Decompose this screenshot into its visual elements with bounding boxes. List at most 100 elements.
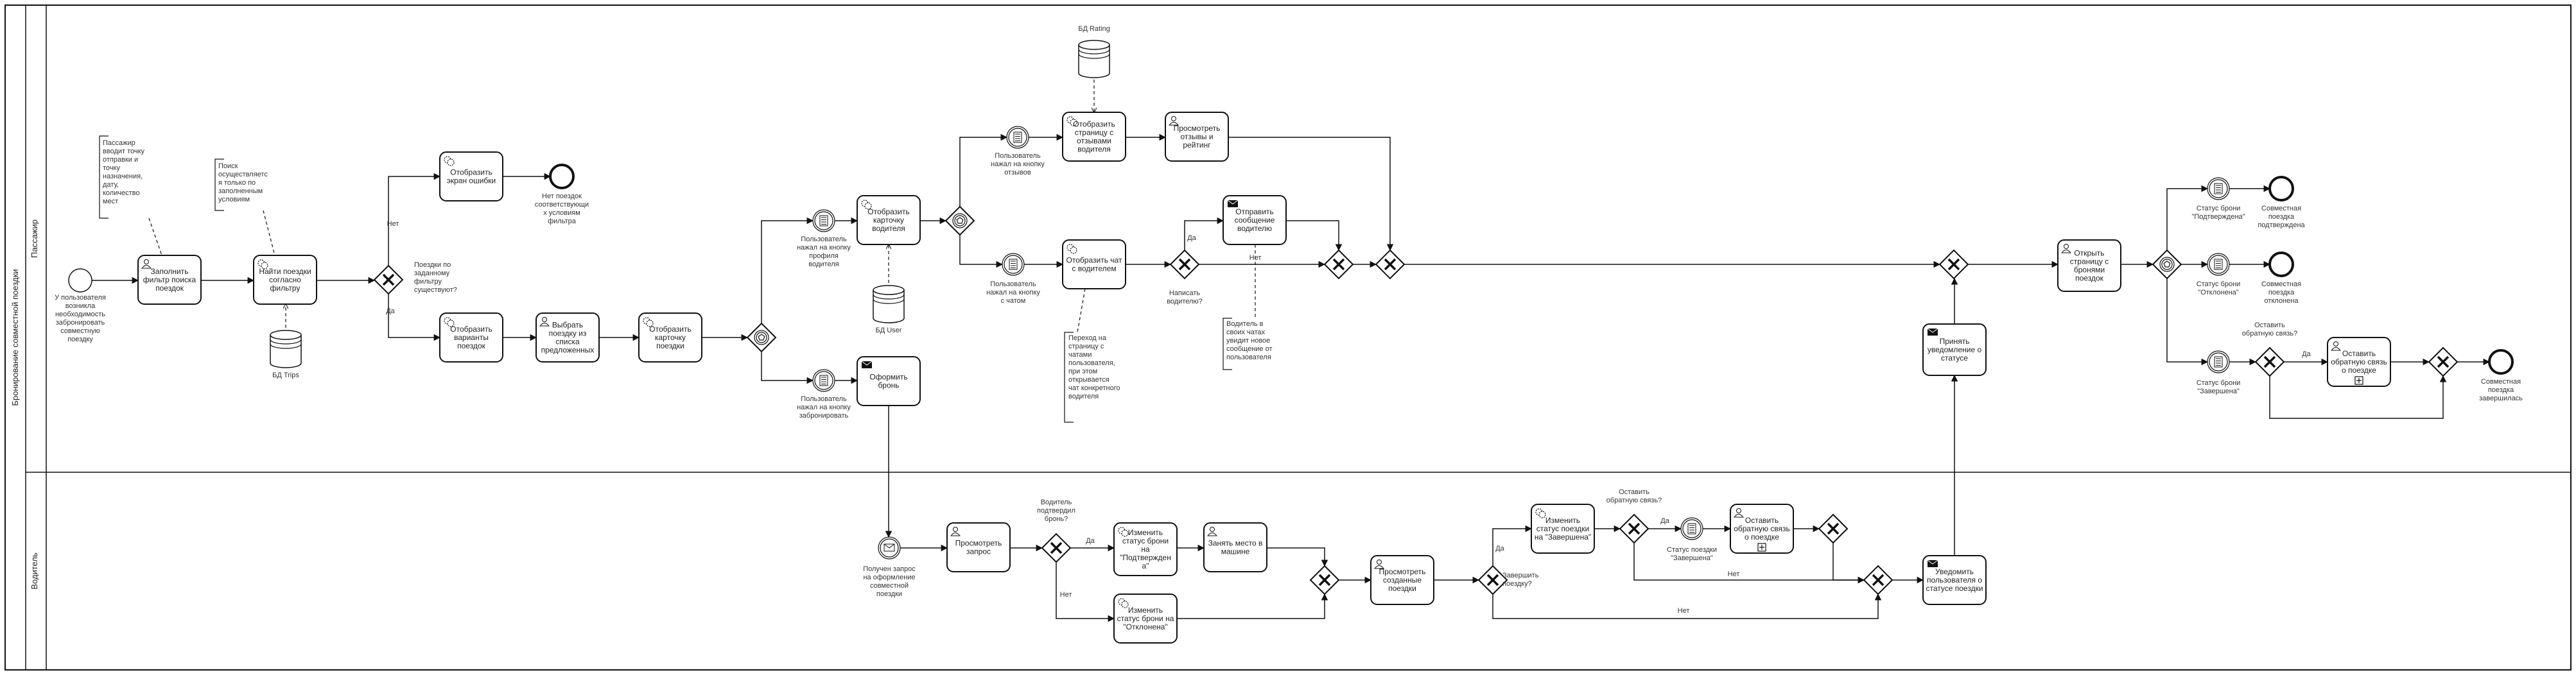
task-show-variants[interactable] bbox=[439, 312, 503, 363]
exclusive-gateway-x-icon bbox=[1628, 522, 1640, 535]
intermediate-event-inner-ring-icon bbox=[1008, 128, 1027, 147]
task-leave-feedback-driver[interactable] bbox=[1730, 504, 1794, 554]
sequence-flow bbox=[959, 235, 1004, 268]
start-event-label-line: необходимость bbox=[55, 311, 105, 318]
exclusive-gateway-x-icon bbox=[1872, 574, 1884, 586]
task-fill-filter-label-line: Заполнить bbox=[151, 267, 189, 276]
event-click-reviews-label-line: отзывов bbox=[1004, 169, 1031, 176]
intermediate-event-inner-ring-icon bbox=[1004, 255, 1023, 274]
annotation-chat-line: пользователя, bbox=[1068, 359, 1115, 367]
exclusive-gateway-x-icon bbox=[1486, 574, 1499, 586]
task-book[interactable] bbox=[857, 356, 921, 406]
event-status-completed-passenger-label: Статус брони"Завершена" bbox=[2197, 379, 2241, 395]
task-send-message[interactable] bbox=[1223, 195, 1287, 245]
event-click-profile-label-line: профиля bbox=[809, 252, 839, 260]
start-event-passenger[interactable] bbox=[68, 268, 92, 293]
task-view-reviews-label-line: отзывы и bbox=[1180, 132, 1213, 141]
event-request-received-label-line: Получен запрос bbox=[863, 565, 916, 573]
service-task-icon-gear bbox=[447, 320, 455, 327]
database-icon-rings bbox=[873, 294, 905, 304]
event-status-completed-passenger-label-line: "Завершена" bbox=[2197, 388, 2240, 395]
task-show-chat-label-line: Отобразить чат bbox=[1066, 256, 1122, 265]
sequence-flow bbox=[1177, 593, 1328, 619]
task-show-chat[interactable] bbox=[1062, 239, 1126, 289]
task-show-reviews-page[interactable] bbox=[1062, 112, 1126, 162]
task-set-completed[interactable] bbox=[1531, 504, 1595, 554]
service-task-icon-gear bbox=[646, 320, 654, 327]
task-view-reviews[interactable] bbox=[1165, 112, 1229, 162]
task-show-trip-card[interactable] bbox=[638, 312, 702, 363]
event-gateway-trip-card[interactable] bbox=[746, 322, 777, 353]
end-event-no-trips-label-line: соответствующи bbox=[535, 201, 589, 209]
gateway-driver-confirm-label-line: бронь? bbox=[1045, 515, 1068, 523]
database-icon-rings bbox=[1078, 49, 1110, 59]
gateway-feedback-passenger-label-line: обратную связь? bbox=[2242, 330, 2297, 338]
task-fill-filter[interactable] bbox=[137, 255, 202, 305]
end-event-rejected[interactable] bbox=[2268, 252, 2294, 277]
task-choose-trip[interactable] bbox=[535, 312, 600, 363]
exclusive-gateway-x-icon bbox=[1178, 258, 1191, 271]
event-click-book-label-line: нажал на кнопку bbox=[797, 404, 851, 411]
end-event-no-trips[interactable] bbox=[549, 164, 575, 189]
user-task-icon-body bbox=[2330, 347, 2342, 351]
event-gateway-bookings[interactable] bbox=[2152, 249, 2182, 280]
task-receive-status[interactable] bbox=[1922, 323, 1987, 376]
task-show-error[interactable] bbox=[439, 151, 503, 201]
db-user-label-line: БД User bbox=[876, 327, 902, 334]
event-click-profile-label-line: нажал на кнопку bbox=[797, 244, 851, 252]
user-task-icon-body bbox=[1206, 533, 1218, 536]
gateway-trips-exist-label-line: фильтру bbox=[414, 278, 442, 286]
task-view-request[interactable] bbox=[946, 522, 1011, 572]
event-request-received-label-line: совместной bbox=[870, 582, 909, 590]
task-view-reviews-label-line: Просмотреть bbox=[1174, 124, 1221, 133]
sequence-flow bbox=[388, 173, 441, 266]
task-leave-feedback-driver-label-line: обратную связь bbox=[1734, 524, 1790, 533]
task-find-trips-label-line: Найти поездки bbox=[259, 267, 311, 276]
task-show-variants-label-line: поездок bbox=[457, 341, 485, 350]
task-open-bookings[interactable] bbox=[2057, 239, 2121, 292]
event-status-completed-passenger-label-line: Статус брони bbox=[2197, 379, 2241, 387]
event-status-confirmed-label-line: "Подтверждена" bbox=[2191, 213, 2245, 221]
event-gateway-outer-ring-icon bbox=[754, 330, 769, 345]
flow-label-yes: Да bbox=[1660, 517, 1669, 525]
intermediate-event-inner-ring-icon bbox=[814, 211, 833, 230]
annotation-search-line: я только по bbox=[218, 179, 256, 187]
task-show-error-label-line: экран ошибки bbox=[447, 176, 496, 185]
task-view-created[interactable] bbox=[1370, 555, 1434, 605]
end-event-no-trips-label-line: фильтра bbox=[548, 218, 577, 225]
pool-title: Бронирование совместной поездки bbox=[10, 269, 20, 406]
task-send-message-label-line: сообщение bbox=[1235, 216, 1275, 225]
task-notify-user[interactable] bbox=[1922, 555, 1987, 605]
conditional-event-icon bbox=[2214, 259, 2223, 270]
task-take-seat[interactable] bbox=[1203, 522, 1267, 572]
end-event-confirmed[interactable] bbox=[2268, 176, 2294, 201]
task-send-message-label-line: Отправить bbox=[1235, 207, 1274, 216]
task-leave-feedback-passenger[interactable] bbox=[2327, 337, 2391, 387]
event-gateway-driver-card[interactable] bbox=[944, 205, 975, 236]
event-status-confirmed-label: Статус брони"Подтверждена" bbox=[2191, 205, 2245, 221]
task-set-confirmed[interactable] bbox=[1113, 522, 1178, 576]
exclusive-gateway-x-icon bbox=[1318, 574, 1331, 586]
service-task-icon-gear bbox=[1538, 511, 1546, 518]
end-event-completed[interactable] bbox=[2488, 349, 2514, 375]
service-task-icon-gear bbox=[1070, 246, 1077, 254]
annotation-driver-msg-line: увидит новое bbox=[1226, 337, 1270, 345]
flow-label-yes-line: Да bbox=[386, 307, 395, 315]
task-set-rejected[interactable] bbox=[1113, 594, 1178, 644]
flow-label-yes: Да bbox=[1187, 234, 1196, 242]
lane-passenger-title: Пассажир bbox=[30, 219, 39, 258]
task-show-driver-card[interactable] bbox=[857, 195, 921, 245]
event-gateway-pentagon-icon bbox=[758, 334, 765, 341]
sequence-flow bbox=[388, 294, 441, 341]
task-find-trips[interactable] bbox=[253, 255, 317, 305]
